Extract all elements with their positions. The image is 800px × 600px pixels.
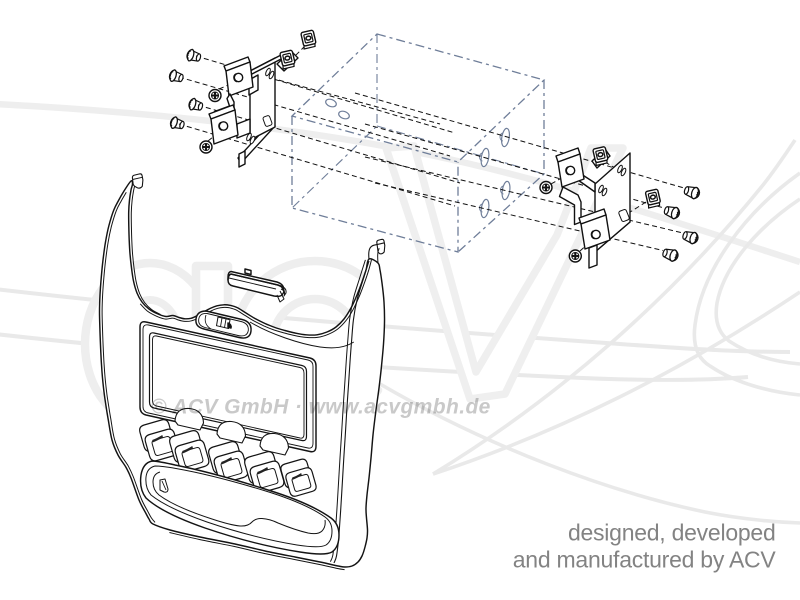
svg-text:designed, developed: designed, developed	[568, 520, 776, 546]
svg-text:and manufactured by ACV: and manufactured by ACV	[513, 547, 777, 573]
svg-text:© ACV GmbH · www.acvgmbh.de: © ACV GmbH · www.acvgmbh.de	[151, 396, 491, 419]
